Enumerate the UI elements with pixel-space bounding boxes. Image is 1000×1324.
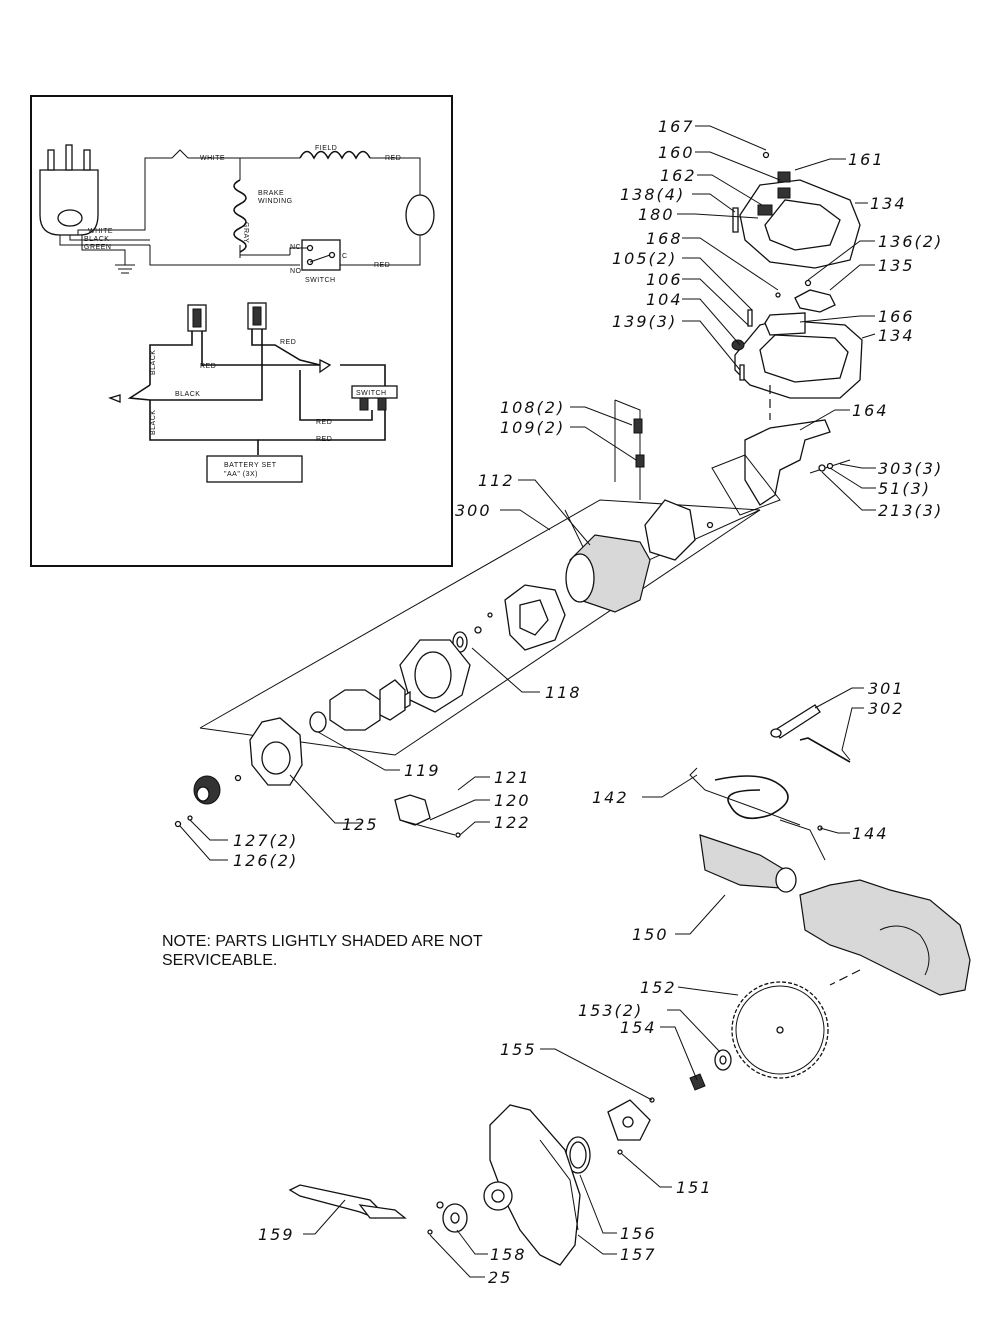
- switch-nc-label: NC: [290, 244, 301, 251]
- led-switch-label: SWITCH: [356, 390, 387, 397]
- wire-black-label-vertical-2: BLACK: [150, 410, 157, 435]
- wire-black-label-led: BLACK: [175, 391, 200, 398]
- wire-white-label-cord: WHITE: [88, 228, 113, 235]
- callout-126: 126(2): [233, 851, 298, 870]
- callout-134-top: 134: [870, 194, 907, 213]
- led-lamp-icon: [247, 302, 267, 330]
- callout-125: 125: [342, 815, 379, 834]
- callout-135: 135: [878, 256, 915, 275]
- switch-label: SWITCH: [305, 277, 336, 284]
- callout-144: 144: [852, 824, 889, 843]
- battery-label-2: "AA" (3X): [224, 471, 258, 478]
- callout-302: 302: [868, 699, 905, 718]
- wire-black-label-vertical-1: BLACK: [150, 350, 157, 375]
- callout-25: 25: [488, 1268, 512, 1287]
- callout-151: 151: [676, 1178, 713, 1197]
- callout-157: 157: [620, 1245, 657, 1264]
- callout-150: 150: [632, 925, 669, 944]
- wire-red-label-led-2: RED: [280, 339, 296, 346]
- plug-icon: [39, 144, 99, 236]
- wire-red-label-top: RED: [385, 155, 401, 162]
- callout-51: 51(3): [878, 479, 931, 498]
- callout-134-bottom: 134: [878, 326, 915, 345]
- led-lamp-icon: [187, 304, 207, 332]
- blade-assembly: [288, 879, 971, 1266]
- note-line-2: SERVICEABLE.: [162, 952, 278, 969]
- callout-112: 112: [478, 471, 515, 490]
- callout-121: 121: [494, 768, 531, 787]
- callout-leaders: [179, 125, 876, 1278]
- callout-153: 153(2): [578, 1001, 643, 1020]
- brake-winding-label-1: BRAKE: [258, 190, 284, 197]
- callout-180: 180: [638, 205, 675, 224]
- callout-164: 164: [852, 401, 889, 420]
- switch-no-label: NO: [290, 268, 302, 275]
- callout-156: 156: [620, 1224, 657, 1243]
- callout-159: 159: [258, 1225, 295, 1244]
- callout-161: 161: [848, 150, 885, 169]
- wire-red-label-led-1: RED: [200, 363, 216, 370]
- wiring-schematic: WHITE FIELD RED BRAKE WINDING GRAY WHITE…: [30, 95, 453, 567]
- callout-152: 152: [640, 978, 677, 997]
- note-line-1: NOTE: PARTS LIGHTLY SHADED ARE NOT: [162, 933, 483, 950]
- callout-300: 300: [455, 501, 492, 520]
- switch-c-label: C: [342, 253, 348, 260]
- callout-139: 139(3): [612, 312, 677, 331]
- brake-winding-label-2: WINDING: [258, 198, 293, 205]
- serviceability-note: NOTE: PARTS LIGHTLY SHADED ARE NOT SERVI…: [162, 932, 582, 970]
- callout-106: 106: [646, 270, 683, 289]
- callout-166: 166: [878, 307, 915, 326]
- callout-136: 136(2): [878, 232, 943, 251]
- battery-label-1: BATTERY SET: [224, 462, 277, 469]
- callout-160: 160: [658, 143, 695, 162]
- callout-303: 303(3): [878, 459, 943, 478]
- callout-122: 122: [494, 813, 531, 832]
- wire-green-label-cord: GREEN: [84, 244, 111, 251]
- callout-154: 154: [620, 1018, 657, 1037]
- callout-301: 301: [868, 679, 905, 698]
- motor-assembly: [174, 399, 761, 838]
- callout-155: 155: [500, 1040, 537, 1059]
- callout-105: 105(2): [612, 249, 677, 268]
- handle-assembly: [711, 151, 863, 516]
- callout-119: 119: [404, 761, 441, 780]
- callout-168: 168: [646, 229, 683, 248]
- wire-gray-label: GRAY: [242, 222, 249, 243]
- wire-red-label-led-3: RED: [316, 419, 332, 426]
- callout-138: 138(4): [620, 185, 685, 204]
- callout-118: 118: [545, 683, 582, 702]
- callout-127: 127(2): [233, 831, 298, 850]
- wire-white-label: WHITE: [200, 155, 225, 162]
- callout-108: 108(2): [500, 398, 565, 417]
- wire-red-label-led-4: RED: [316, 436, 332, 443]
- callout-167: 167: [658, 117, 695, 136]
- callout-213: 213(3): [878, 501, 943, 520]
- wire-field-label: FIELD: [315, 145, 337, 152]
- accessories: [689, 704, 851, 893]
- callout-104: 104: [646, 290, 683, 309]
- callout-162: 162: [660, 166, 697, 185]
- callout-109: 109(2): [500, 418, 565, 437]
- callout-labels: 167 160 161 162 138(4) 180 134 168 136(2…: [233, 117, 943, 1287]
- wire-black-label-cord: BLACK: [84, 236, 109, 243]
- callout-158: 158: [490, 1245, 527, 1264]
- callout-142: 142: [592, 788, 629, 807]
- callout-120: 120: [494, 791, 531, 810]
- wire-red-label-bottom: RED: [374, 262, 390, 269]
